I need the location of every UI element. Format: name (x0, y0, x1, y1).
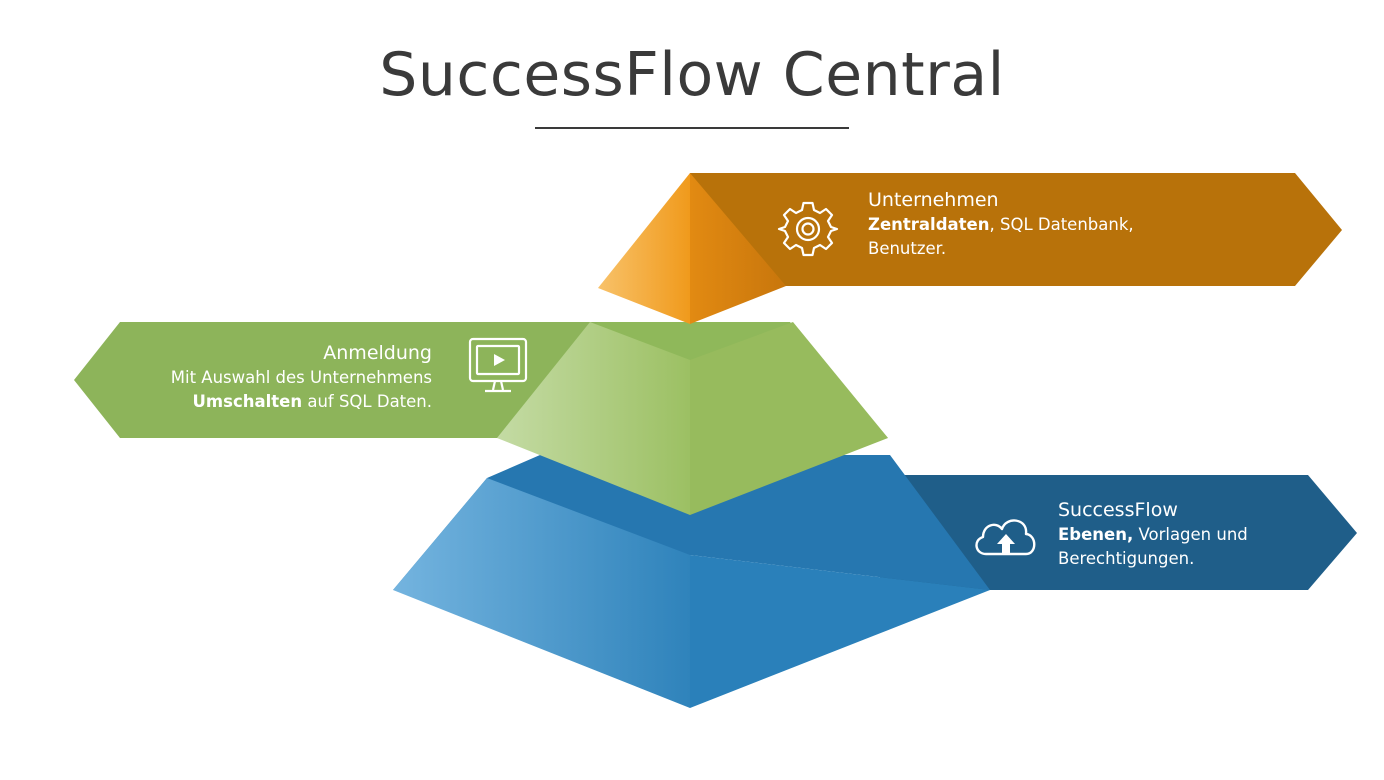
title-underline (535, 127, 849, 129)
label-successflow: SuccessFlow Ebenen, Vorlagen und Berecht… (1058, 497, 1298, 571)
label-unternehmen: Unternehmen Zentraldaten, SQL Datenbank,… (868, 187, 1198, 261)
label-body: Mit Auswahl des Unternehmens (170, 368, 432, 387)
label-heading: Unternehmen (868, 189, 999, 211)
label-body-line2: Benutzer. (868, 239, 947, 258)
label-anmeldung: Anmeldung Mit Auswahl des Unternehmens U… (92, 340, 432, 414)
band-middle (74, 322, 600, 438)
label-body-line2: Umschalten auf SQL Daten. (192, 392, 432, 411)
gear-icon (777, 201, 839, 257)
page-title: SuccessFlow Central (379, 40, 1005, 110)
pyramid-tier-middle (497, 322, 888, 515)
band-bottom (880, 475, 1357, 590)
label-heading: SuccessFlow (1058, 499, 1178, 521)
monitor-play-icon (468, 337, 528, 393)
label-body: Zentraldaten, SQL Datenbank, (868, 215, 1134, 234)
cloud-upload-icon (975, 519, 1036, 556)
pyramid-tier-bottom (393, 455, 990, 708)
label-heading: Anmeldung (323, 342, 432, 364)
band-top (690, 173, 1342, 286)
label-body-line2: Berechtigungen. (1058, 549, 1195, 568)
pyramid-tier-top (598, 173, 786, 324)
label-body: Ebenen, Vorlagen und (1058, 525, 1248, 544)
